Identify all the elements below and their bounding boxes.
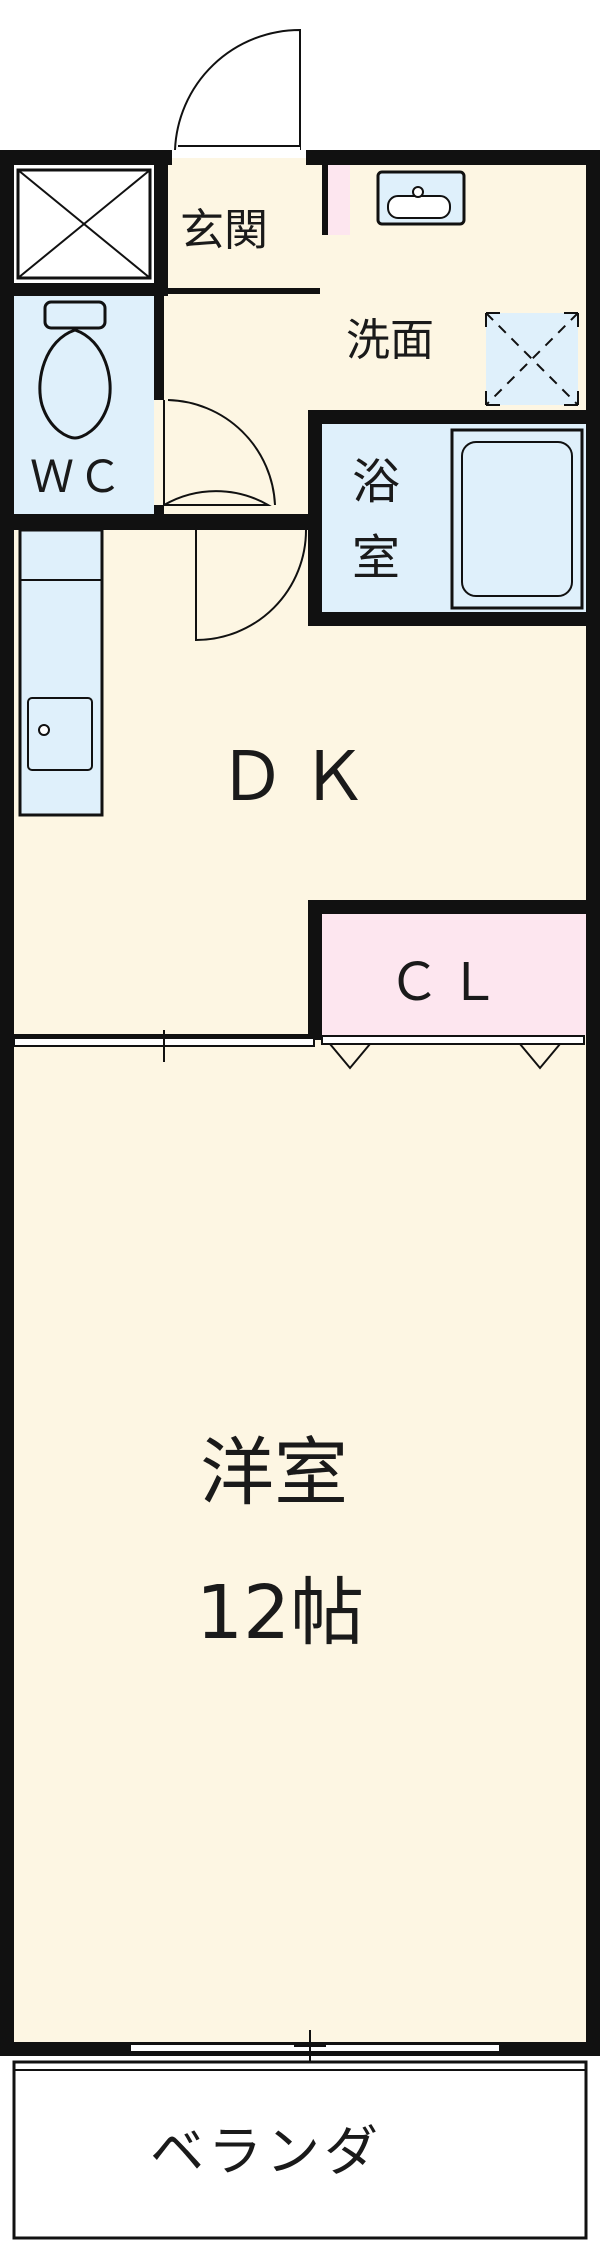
label-western-size: 12帖 xyxy=(196,1570,364,1656)
wash-basin-icon xyxy=(376,170,466,226)
label-washroom: 洗面 xyxy=(346,315,434,366)
label-western-room: 洋室 xyxy=(200,1430,348,1516)
kitchen-counter-icon xyxy=(18,528,104,817)
label-bath-line1: 浴 xyxy=(352,454,400,510)
label-veranda: ベランダ xyxy=(150,2120,382,2183)
label-bath-line2: 室 xyxy=(352,530,400,586)
toilet-icon xyxy=(38,300,112,440)
bathtub-icon xyxy=(450,428,584,610)
entrance-door xyxy=(174,28,301,151)
washing-machine-icon xyxy=(485,312,579,406)
bath-door xyxy=(195,529,307,642)
veranda-rail xyxy=(12,2060,588,2240)
closet-floor xyxy=(320,913,586,1035)
openings xyxy=(13,28,585,2062)
storage-x-icon xyxy=(16,168,152,280)
wc-door xyxy=(163,400,272,507)
room-labels: 玄関 ＷＣ 洗面 浴 室 ＤＫ ＣＬ 洋室 12帖 ベランダ xyxy=(30,205,508,2183)
label-wc: ＷＣ xyxy=(30,452,126,503)
label-entrance: 玄関 xyxy=(180,205,268,256)
label-closet: ＣＬ xyxy=(388,953,508,1013)
balcony-window xyxy=(129,2043,501,2053)
veranda-floor xyxy=(14,2070,586,2230)
fixtures xyxy=(12,168,588,2240)
label-dk: ＤＫ xyxy=(218,738,382,817)
kitchen-sink-icon xyxy=(27,697,93,771)
